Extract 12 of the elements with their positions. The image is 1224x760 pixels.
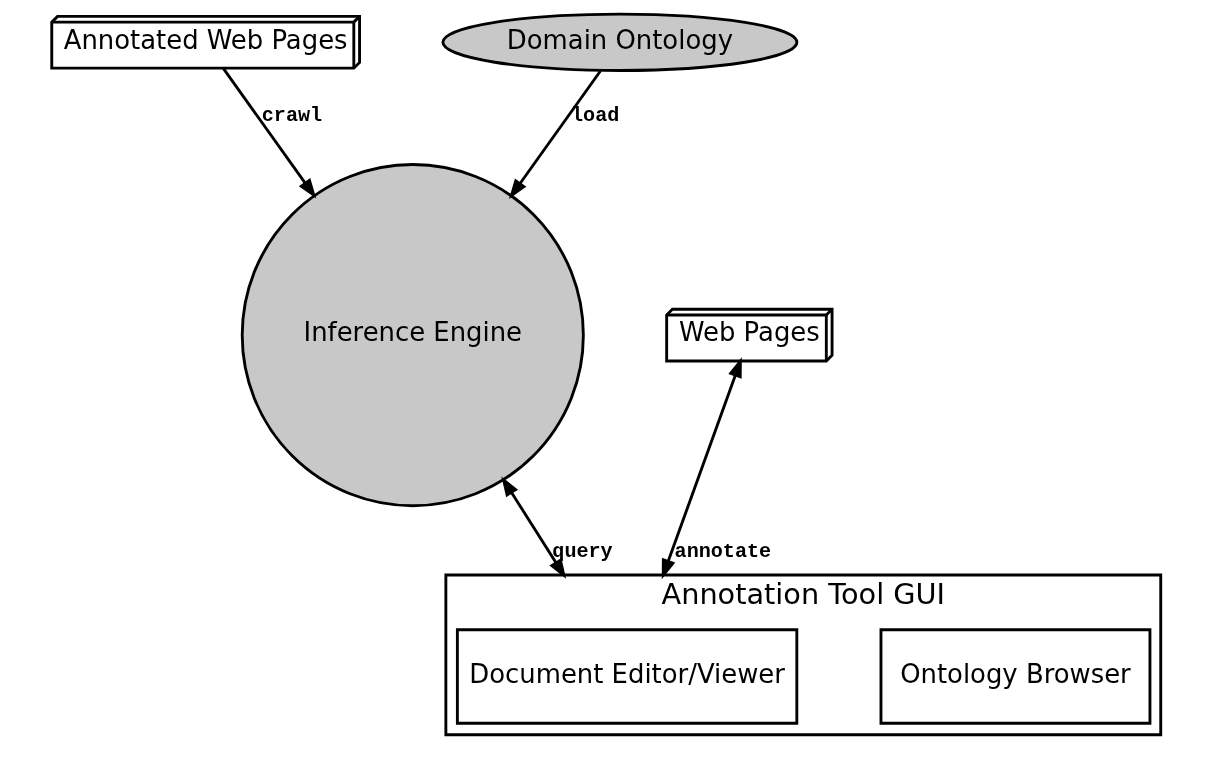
node-box: Ontology Browser [879,628,1152,725]
arrow [661,357,742,580]
edge-label: load [571,104,620,128]
edge-label: crawl [261,104,323,128]
edge-label: annotate [674,539,772,563]
node-ellipse: Domain Ontology [441,12,799,72]
arrow [509,70,602,200]
arrow [222,67,317,199]
node-box: Document Editor/Viewer [455,628,799,725]
node-circle: Inference Engine [240,163,585,508]
edge-label: query [552,539,613,563]
arrow [501,476,567,579]
